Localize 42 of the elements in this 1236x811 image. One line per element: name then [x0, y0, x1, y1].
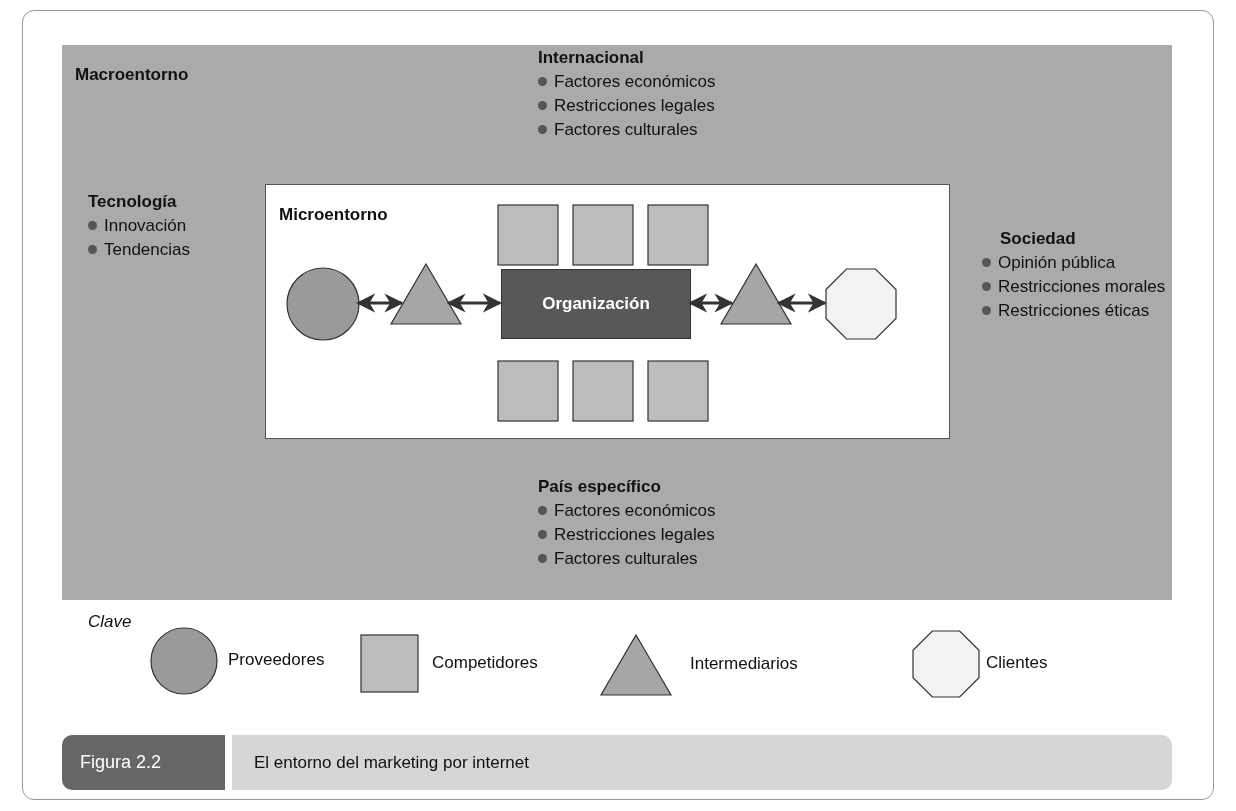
section-heading: Tecnología	[88, 192, 177, 212]
bullet-item: Innovación	[88, 216, 187, 236]
double-arrow	[776, 293, 827, 313]
octagon-node	[826, 269, 896, 339]
bullet-item: Factores económicos	[538, 501, 716, 521]
double-arrow	[356, 293, 404, 313]
square-node	[648, 361, 708, 421]
figure-tab: Figura 2.2	[62, 735, 225, 790]
double-arrow	[688, 293, 734, 313]
section-heading: Internacional	[538, 48, 644, 68]
bullet-item: Restricciones morales	[982, 277, 1166, 297]
triangle-node	[391, 264, 461, 324]
group-title: Microentorno	[279, 205, 388, 225]
legend-label: Competidores	[432, 652, 538, 673]
bullet-item: Opinión pública	[982, 253, 1116, 273]
square-node	[573, 205, 633, 265]
region-panel	[62, 45, 1172, 600]
section-heading: País específico	[538, 477, 661, 497]
bullet-item: Restricciones legales	[538, 525, 715, 545]
caption-bar: El entorno del marketing por internet	[232, 735, 1172, 790]
bullet-item: Factores económicos	[538, 72, 716, 92]
node-label: Organización	[542, 294, 650, 314]
legend-label: Intermediarios	[690, 654, 798, 674]
legend-title: Clave	[88, 612, 132, 632]
bullet-item: Restricciones legales	[538, 96, 715, 116]
bullet-item: Tendencias	[88, 240, 190, 260]
bullet-item: Factores culturales	[538, 549, 698, 569]
section-heading: Sociedad	[1000, 229, 1076, 249]
triangle-node	[721, 264, 791, 324]
square-node	[498, 361, 558, 421]
square-node	[648, 205, 708, 265]
bullet-item: Restricciones éticas	[982, 301, 1150, 321]
square-node	[573, 361, 633, 421]
process-box	[501, 269, 691, 339]
circle-node	[287, 268, 359, 340]
double-arrow	[446, 293, 502, 313]
group-title: Macroentorno	[75, 65, 189, 85]
bullet-item: Factores culturales	[538, 120, 698, 140]
legend-label: Proveedores	[228, 650, 325, 670]
square-node	[498, 205, 558, 265]
region-panel	[265, 184, 950, 439]
legend-label: Clientes	[986, 653, 1048, 673]
